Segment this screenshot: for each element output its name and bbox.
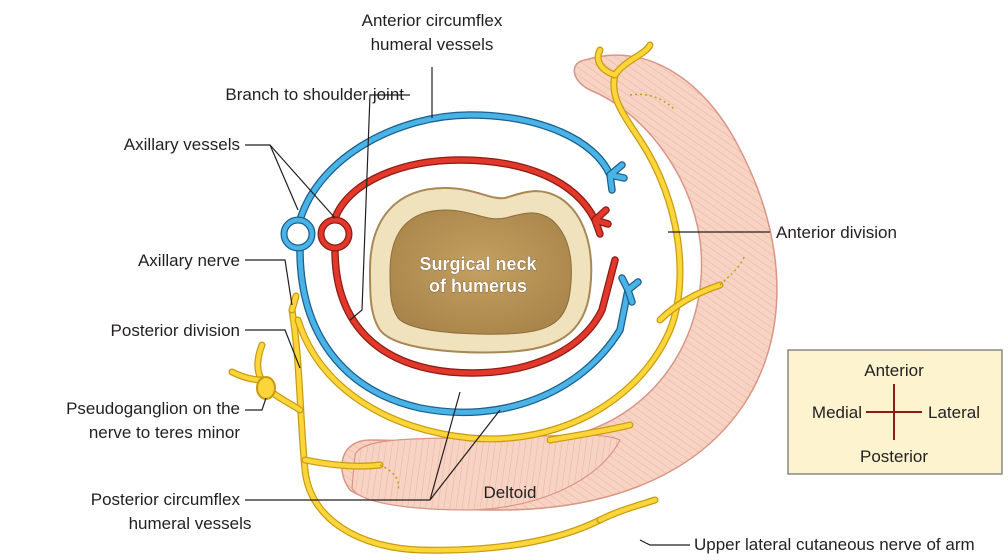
compass-lateral: Lateral — [928, 403, 980, 422]
label-posterior-circumflex-1: Posterior circumflex — [91, 490, 241, 509]
pseudoganglion — [257, 377, 275, 399]
humerus-surgical-neck: Surgical neck of humerus — [370, 188, 591, 352]
label-axillary-nerve: Axillary nerve — [138, 251, 240, 270]
label-anterior-division: Anterior division — [776, 223, 897, 242]
label-upper-lateral-cutaneous: Upper lateral cutaneous nerve of arm — [694, 535, 975, 554]
surgical-neck-label-2: of humerus — [429, 276, 527, 296]
orientation-compass: Anterior Posterior Medial Lateral — [788, 350, 1002, 474]
compass-posterior: Posterior — [860, 447, 928, 466]
surgical-neck-label-1: Surgical neck — [419, 254, 537, 274]
label-deltoid: Deltoid — [484, 483, 537, 502]
label-anterior-circumflex-1: Anterior circumflex — [362, 11, 503, 30]
label-anterior-circumflex-2: humeral vessels — [371, 35, 494, 54]
label-posterior-division: Posterior division — [111, 321, 240, 340]
label-axillary-vessels: Axillary vessels — [124, 135, 240, 154]
compass-medial: Medial — [812, 403, 862, 422]
label-pseudoganglion-2: nerve to teres minor — [89, 423, 241, 442]
label-posterior-circumflex-2: humeral vessels — [129, 514, 252, 533]
label-pseudoganglion-1: Pseudoganglion on the — [66, 399, 240, 418]
label-branch-to-shoulder: Branch to shoulder joint — [225, 85, 404, 104]
compass-anterior: Anterior — [864, 361, 924, 380]
